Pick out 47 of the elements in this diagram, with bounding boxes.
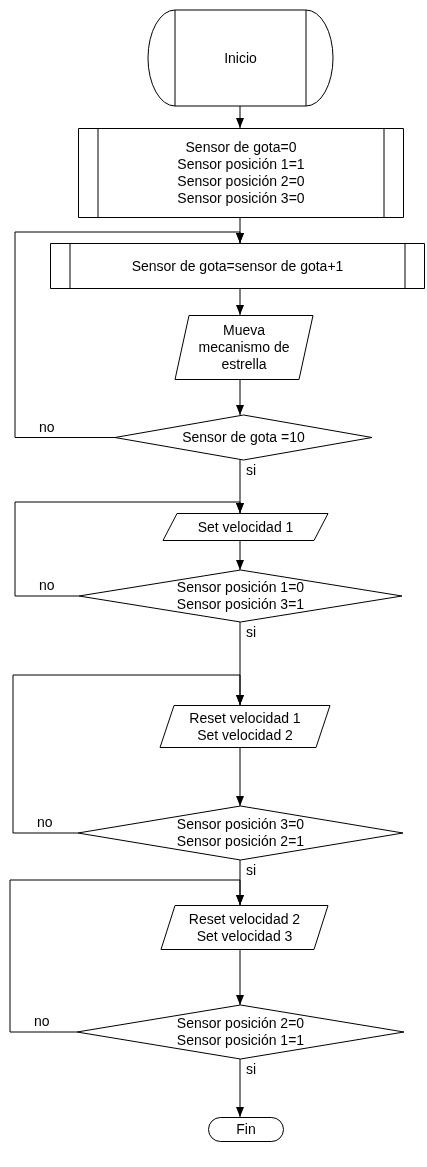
input-output-parallelogram [161, 905, 328, 950]
decision-diamond [78, 806, 403, 860]
input-output-parallelogram [175, 315, 313, 380]
node-text: Mueva mecanismo de estrella [197, 322, 291, 373]
node-text: Sensor posición 1=1 [176, 1032, 305, 1049]
flow-arrow [236, 747, 244, 807]
flow-arrow [236, 288, 244, 316]
flow-arrow [14, 501, 244, 597]
node-text: Set velocidad 2 [197, 726, 293, 744]
node-text: Sensor de gota=sensor de gota+1 [131, 257, 344, 275]
flow-arrow [14, 231, 244, 438]
decision-diamond [79, 570, 402, 622]
flow-arrow [236, 379, 244, 416]
node-text: Sensor de gota =10 [182, 429, 305, 446]
flow-arrow [236, 540, 244, 571]
node-text: Sensor posición 3=1 [176, 596, 305, 613]
node-text: Sensor posición 1=1 [177, 156, 305, 173]
node-text: Fin [236, 1121, 256, 1138]
decision-diamond [77, 1005, 404, 1059]
predefined-process-box [78, 128, 404, 218]
node-text: Sensor posición 3=0 [176, 816, 305, 833]
node-text: Sensor posición 2=0 [176, 1015, 305, 1032]
predefined-process-box [50, 243, 425, 289]
flow-arrow [9, 879, 244, 1033]
node-text: Sensor posición 1=0 [176, 579, 305, 596]
flow-arrow [12, 674, 244, 834]
node-text: Sensor posición 2=1 [176, 833, 305, 850]
edge-label: si [244, 624, 259, 640]
flow-arrow [236, 949, 244, 1006]
input-output-parallelogram [163, 513, 328, 541]
flow-arrow [236, 1058, 244, 1118]
node-text: Sensor de gota=0 [185, 139, 297, 156]
node-text: Sensor posición 2=0 [177, 173, 305, 190]
end-terminator [208, 1117, 284, 1142]
node-text: Reset velocidad 2 [188, 910, 301, 928]
flow-arrow [236, 105, 244, 129]
edge-label: si [244, 462, 259, 478]
start-terminator [148, 10, 333, 106]
edge-label: si [244, 1061, 259, 1077]
node-text: Inicio [224, 49, 257, 67]
edge-label: si [244, 862, 259, 878]
node-text: Set velocidad 3 [196, 927, 293, 945]
input-output-parallelogram [160, 705, 330, 748]
node-text: Sensor posición 3=0 [177, 190, 305, 207]
decision-diamond [115, 415, 372, 460]
node-text: Set velocidad 1 [197, 518, 294, 536]
node-text: Reset velocidad 1 [189, 709, 301, 727]
